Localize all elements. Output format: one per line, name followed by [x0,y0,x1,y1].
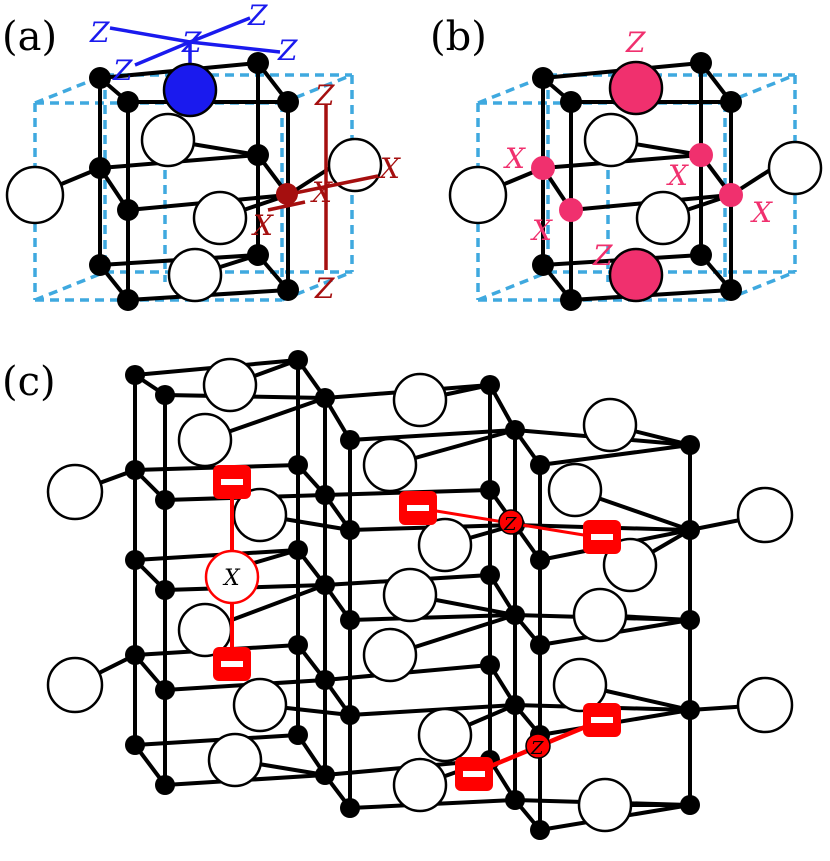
panel-b-white-faces [448,112,823,246]
blue-plaquette-circle [162,62,218,118]
panel-b-pink-operator: Z X X X X Z [503,26,773,303]
z-label: Z [592,239,613,272]
panel-a-darkred-operator: Z X X X Z [251,79,401,305]
x-label: X [666,159,689,192]
white-face-circle [635,190,691,246]
x-label: X [310,176,333,209]
panel-b-label: (b) [430,14,487,60]
panel-c: (c) [2,350,794,840]
panel-c-white-faces [46,357,794,833]
excitation-minus-icon [399,491,437,525]
white-face-circle [583,112,639,168]
white-face-circle [552,657,608,713]
z-label: Z [625,26,646,59]
z-label: Z [530,738,544,759]
panel-a-blue-z-operator: Z Z Z Z Z [89,0,298,118]
z-label: Z [314,272,335,305]
x-label: X [251,209,274,242]
excitation-minus-icon [213,465,251,499]
white-face-circle [140,112,196,168]
white-face-circle [46,656,104,714]
z-label: Z [277,34,298,67]
white-face-circle [177,412,233,468]
z-string-excitation-upper: Z [399,491,621,554]
x-label: X [530,214,553,247]
white-face-circle [362,627,418,683]
white-face-circle [767,140,823,196]
white-face-circle [392,372,448,428]
x-operator-circle [204,549,260,605]
white-face-circle [232,677,288,733]
white-face-circle [736,486,794,544]
white-face-circle [577,777,633,833]
z-label: Z [112,54,133,87]
white-face-circle [202,357,258,413]
panel-c-vertices [125,350,700,840]
white-face-circle [392,757,448,813]
panel-b-vertices [532,52,742,311]
x-label: X [750,196,773,229]
z-label: Z [89,16,110,49]
white-face-circle [362,437,418,493]
white-face-circle [382,567,438,623]
white-face-circle [46,463,104,521]
panel-a: (a) [2,0,401,311]
white-face-circle [572,587,628,643]
z-label: Z [503,514,517,535]
panel-a-label: (a) [2,14,57,60]
pink-plaquette-circle [608,247,664,303]
panel-a-white-faces [5,112,383,303]
x-label: X [503,142,526,175]
panel-b: (b) [430,14,823,311]
white-face-circle [417,707,473,763]
excitation-minus-icon [583,703,621,737]
white-face-circle [547,462,603,518]
white-face-circle [582,397,638,453]
z-label: Z [247,0,268,32]
pink-plaquette-circle [608,60,664,116]
z-label: Z [181,26,202,59]
white-face-circle [5,165,65,225]
x-string-excitation: X [204,465,260,681]
white-face-circle [417,517,473,573]
white-face-circle [448,165,508,225]
white-face-circle [192,190,248,246]
excitation-minus-icon [455,757,493,791]
x-label: X [222,566,241,591]
white-face-circle [167,247,223,303]
excitation-minus-icon [583,520,621,554]
panel-a-vertices [89,52,299,311]
panel-c-label: (c) [2,359,56,405]
white-face-circle [207,732,263,788]
x-label: X [378,152,401,185]
excitation-minus-icon [213,647,251,681]
white-face-circle [736,676,794,734]
z-string-excitation-lower: Z [455,703,621,791]
z-label: Z [314,79,335,112]
